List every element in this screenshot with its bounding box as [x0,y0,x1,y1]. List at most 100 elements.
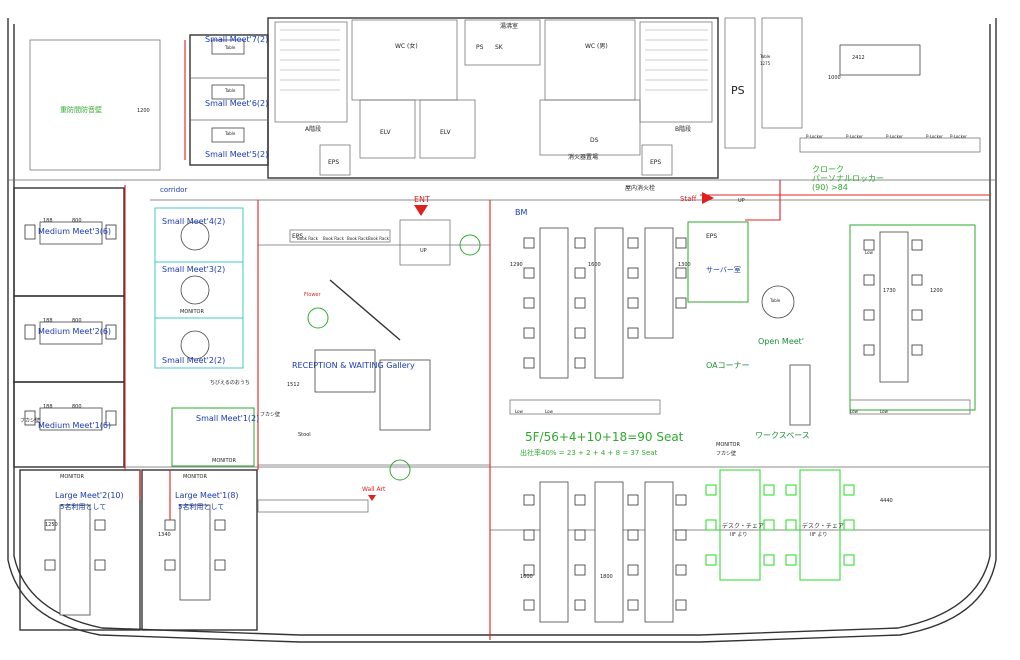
label-medium-meet-2: Medium Meet'2(6) [38,327,111,336]
label-ent: ENT [414,195,430,204]
label-dim-1512: 1512 [287,382,300,388]
label-fire-extinguisher: 消火器置場 [568,153,598,161]
label-monitor-2: MONITOR [183,474,207,480]
label-large-note-2: 5名利用として [60,502,106,511]
label-dim-4440: 4440 [880,498,893,504]
label-fukashi-3: フカシ壁 [716,450,736,457]
label-sk: SK [495,44,504,51]
label-plocker-5: P-Locker [950,134,967,139]
label-small-meet-2: Small Meet'2(2) [162,356,225,365]
label-plocker-3: P-Locker [886,134,903,139]
label-table-2: Table [224,88,236,93]
label-rack-1: Book Rack [297,236,319,241]
label-dim-800-b: 800 [72,318,82,324]
building-core [267,17,803,179]
label-dim-1250: 1250 [45,522,58,528]
ent-arrow-icon [414,205,428,216]
label-wc-men: WC (男) [585,43,608,50]
label-rack-4: Book Rack [368,236,390,241]
label-ps-small: PS [476,44,484,51]
workspace-chairs [24,224,923,611]
label-table-3: Table [224,131,236,136]
label-stairs-a: A階段 [305,125,321,133]
label-locker-count: (90) >84 [812,183,848,192]
label-fukashi-1: フカシ壁 [260,411,280,418]
label-small-meet-6: Small Meet'6(2) [205,99,268,108]
label-elv-1: ELV [380,129,391,136]
label-stool: Stool [298,432,311,438]
label-monitor-4: MONITOR [180,309,204,315]
label-large-note-1: 5名利用として [178,502,224,511]
label-wc-women: WC (女) [395,42,418,50]
label-soundproof: 重防間防音壁 [60,105,102,114]
label-ps: PS [731,84,745,97]
label-plocker-4: P-Locker [926,134,943,139]
labels: Small Meet'7(2) Small Meet'6(2) Small Me… [20,22,967,580]
label-dim-2412: 2412 [852,55,865,61]
label-dim-1200: 1200 [137,108,150,114]
label-dim-188-a: 188 [43,218,53,224]
label-eps-right: EPS [706,233,717,240]
label-dim-1340: 1340 [158,532,171,538]
label-dim-1200-b: 1200 [930,288,943,294]
label-up-1: UP [420,248,427,254]
label-table-1: Table [224,45,236,50]
label-small-meet-4: Small Meet'4(2) [162,217,225,226]
label-dim-800-a: 800 [72,218,82,224]
label-reception: RECEPTION & WAITING Gallery [292,361,415,370]
label-bm: BM [515,208,527,217]
label-small-meet-7: Small Meet'7(2) [205,35,268,44]
label-dim-1600-a: 1600 [588,262,601,268]
label-seat-ratio: 出社率40% = 23 + 2 + 4 + 8 = 37 Seat [520,448,658,457]
staff-arrow-icon [702,192,714,204]
left-rooms [13,34,269,631]
label-dim-1800: 1800 [600,574,613,580]
label-medium-meet-3: Medium Meet'3(6) [38,227,111,236]
label-monitor-3: MONITOR [212,458,236,464]
label-dim-1300: 1300 [678,262,691,268]
label-eps-core-right: EPS [650,159,661,166]
label-dim-1600-b: 1600 [520,574,533,580]
label-flower: Flower [304,292,321,298]
label-dim-800-c: 800 [72,404,82,410]
label-open-meet: Open Meet' [758,337,804,346]
label-plocker-1: P-Locker [806,134,823,139]
label-table-5: Table [759,54,771,59]
label-dim-1000: 1000 [828,75,841,81]
label-large-meet-1: Large Meet'1(8) [175,491,239,500]
label-clock: クローク [812,165,844,174]
label-dim-1730: 1730 [883,288,896,294]
label-staff: Staff [680,195,696,203]
label-wall-art: Wall Art [362,486,386,493]
label-desk-chair-sub-b: IIF より [810,532,827,538]
label-elv-2: ELV [440,129,451,136]
label-eps-left: EPS [292,233,303,240]
label-seat-total: 5F/56+4+10+18=90 Seat [525,430,684,444]
building-outline [7,18,997,643]
label-workspace: ワークスペース [755,431,810,440]
label-desk-chair-a: デスク・チェア [722,522,764,530]
label-oa-corner: OAコーナー [706,361,750,370]
label-rack-2: Book Rack [323,236,345,241]
label-low-5: Low [865,250,874,255]
label-hydrant: 屋内消火栓 [625,184,655,192]
wall-art-arrow-icon [368,495,376,501]
label-desk-chair-sub-a: IIF より [730,532,747,538]
entrance-markers [368,192,714,501]
label-monitor-1: MONITOR [60,474,84,480]
partition-lines [124,40,990,640]
label-low-2: Low [880,409,889,414]
workspace-desks [509,44,981,623]
label-large-meet-2: Large Meet'2(10) [55,491,124,500]
label-dim-188-b: 188 [43,318,53,324]
label-dim-1275: 1275 [760,61,771,66]
label-cleaning: 湯沸室 [500,22,518,30]
label-monitor-5: MONITOR [716,442,740,448]
label-corridor: corridor [160,186,187,194]
label-brand-note: ちびえるのおうち [210,379,250,386]
label-server-room: サーバー室 [706,265,741,274]
label-small-meet-5: Small Meet'5(2) [205,150,268,159]
label-ds: DS [590,137,599,144]
label-small-meet-3: Small Meet'3(2) [162,265,225,274]
